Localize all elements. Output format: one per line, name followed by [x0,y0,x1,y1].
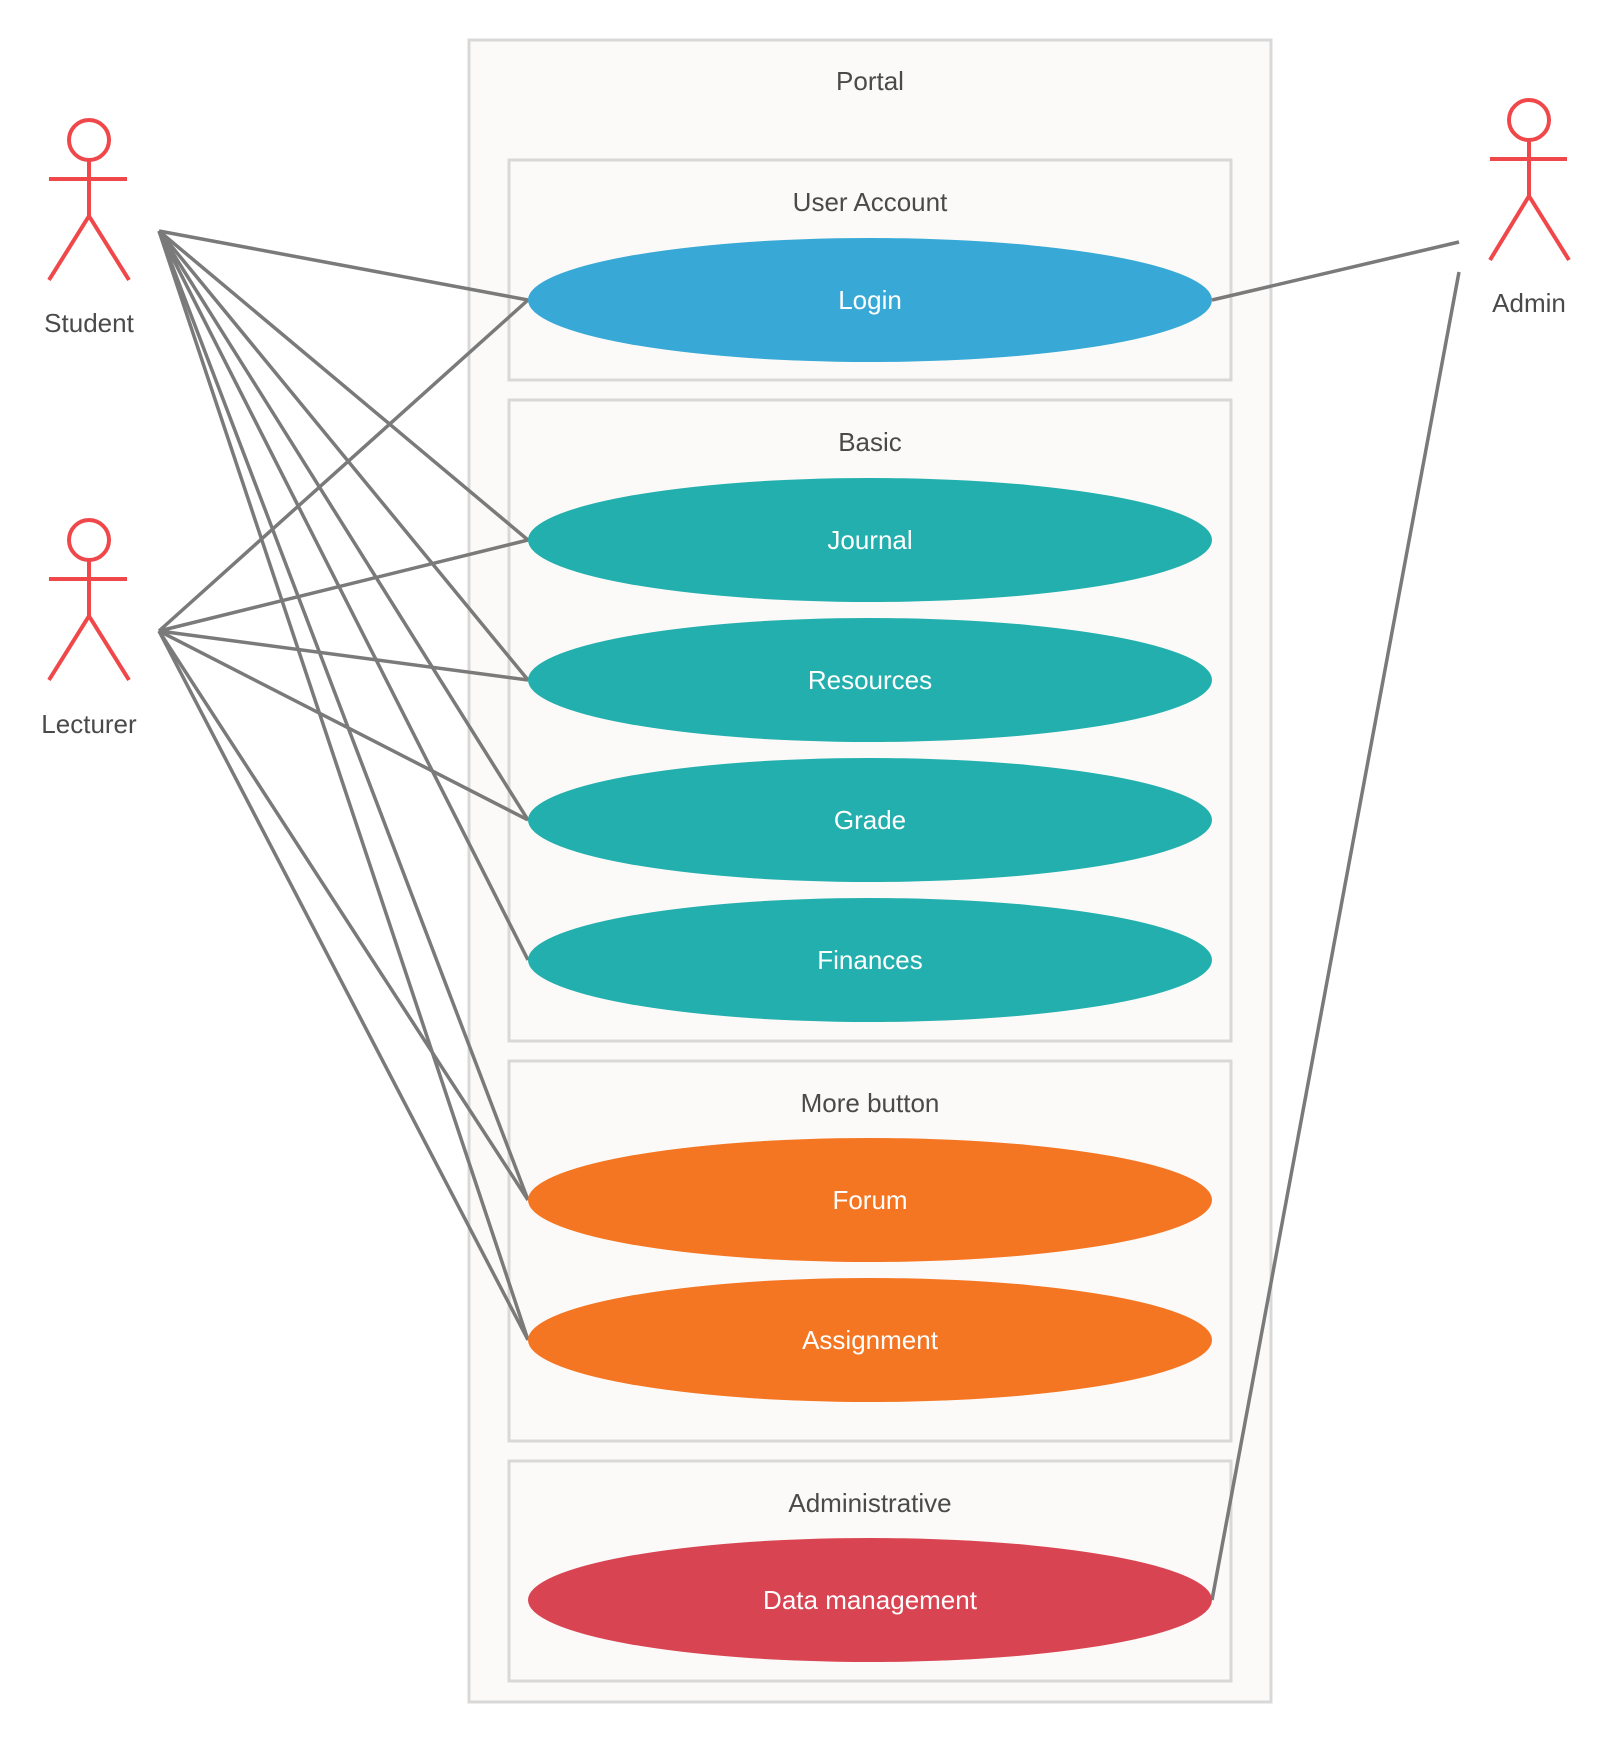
association-student-login [158,229,529,302]
association-student-assignment [157,230,530,1341]
use-case-data-management[interactable]: Data management [528,1538,1212,1662]
use-case-label-login: Login [838,285,902,315]
use-case-label-assignment: Assignment [802,1325,939,1355]
use-case-shape [528,758,1212,882]
association-student-grade [157,230,530,821]
use-case-label-journal: Journal [827,525,912,555]
association-admin-login [1211,240,1460,302]
use-case-shape [528,478,1212,602]
use-case-label-data-management: Data management [763,1585,978,1615]
association-lecturer-journal [158,538,529,633]
use-case-shape [528,898,1212,1022]
actor-label-admin: Admin [1492,288,1566,318]
actor-label-student: Student [44,308,134,338]
use-case-label-grade: Grade [834,805,906,835]
package-title-administrative: Administrative [788,1488,951,1518]
association-lecturer-forum [157,630,530,1201]
use-case-shape [528,618,1212,742]
use-case-shape [528,1538,1212,1662]
association-admin-data-management [1210,271,1461,1601]
association-lecturer-resources [158,629,529,682]
association-lines [157,229,1461,1601]
actor-admin[interactable]: Admin [1488,98,1571,318]
association-student-finances [157,230,530,961]
stick-figure-icon [47,118,131,282]
actor-lecturer[interactable]: Lecturer [41,518,137,739]
use-case-finances[interactable]: Finances [528,898,1212,1022]
use-case-shape [528,1138,1212,1262]
use-case-label-resources: Resources [808,665,932,695]
association-student-forum [157,230,530,1201]
use-case-login[interactable]: Login [528,238,1212,362]
use-case-forum[interactable]: Forum [528,1138,1212,1262]
stick-figure-icon [1488,98,1571,262]
package-title-user-account: User Account [793,187,948,217]
use-case-label-forum: Forum [832,1185,907,1215]
association-student-journal [157,229,530,542]
use-case-resources[interactable]: Resources [528,618,1212,742]
use-case-shape [528,238,1212,362]
actor-label-lecturer: Lecturer [41,709,137,739]
use-case-assignment[interactable]: Assignment [528,1278,1212,1402]
use-case-journal[interactable]: Journal [528,478,1212,602]
use-case-grade[interactable]: Grade [528,758,1212,882]
package-title-more-button: More button [801,1088,940,1118]
association-student-resources [157,229,530,682]
actor-student[interactable]: Student [44,118,135,338]
association-lecturer-grade [158,629,529,822]
stick-figure-icon [47,518,131,682]
association-lecturer-assignment [157,630,530,1341]
system-title: Portal [836,66,904,96]
association-lecturer-login [157,298,530,633]
use-case-shape [528,1278,1212,1402]
use-case-label-finances: Finances [817,945,923,975]
package-title-basic: Basic [838,427,902,457]
